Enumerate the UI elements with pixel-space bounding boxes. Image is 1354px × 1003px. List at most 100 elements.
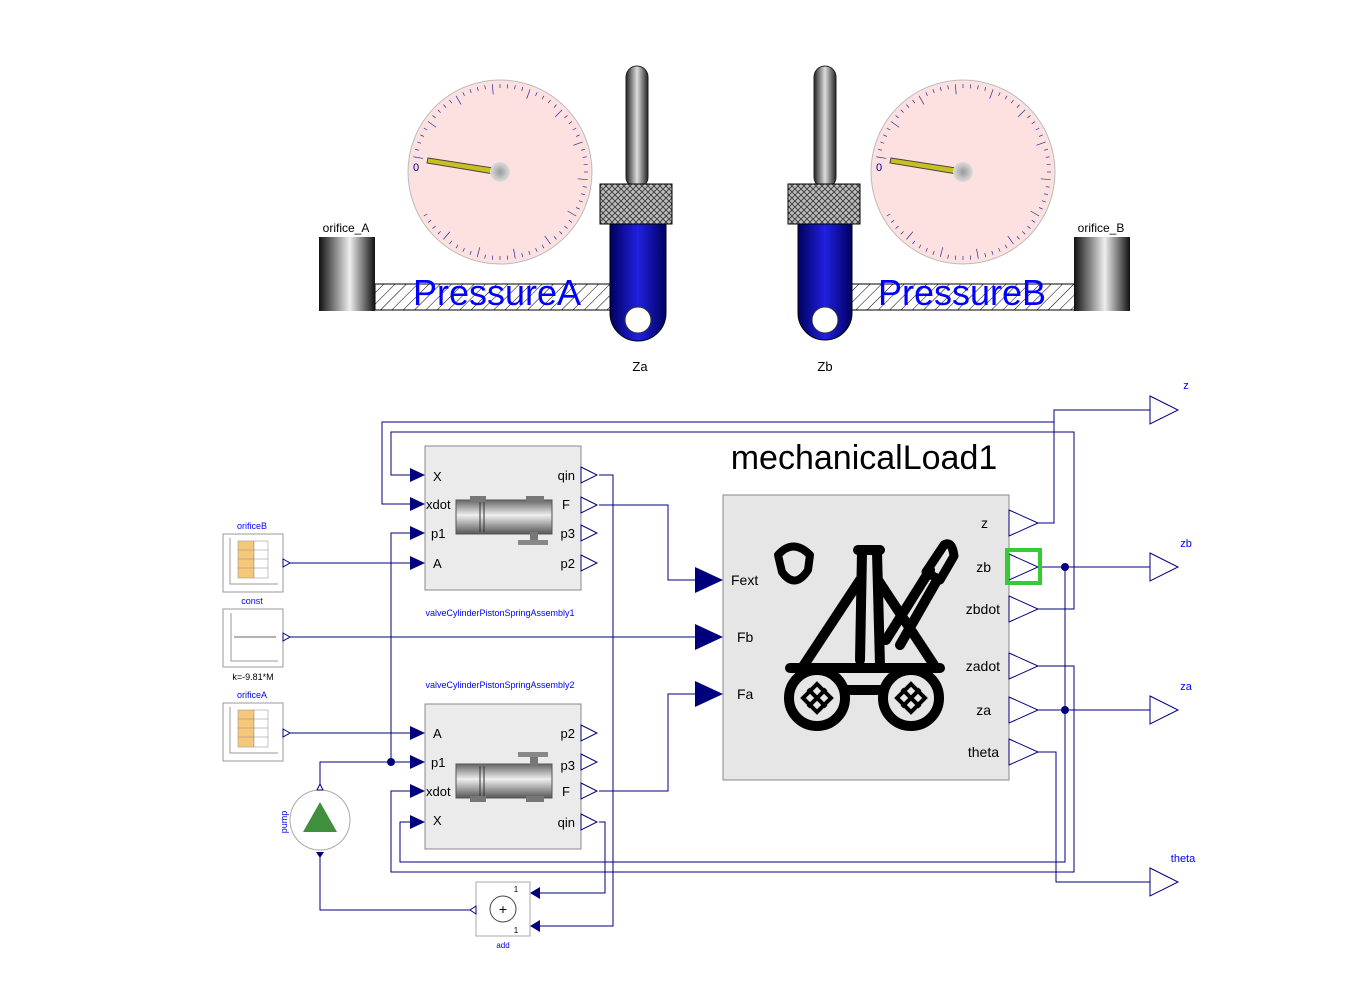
valve-cylinder-icon (455, 752, 553, 802)
gauge-tick (1007, 235, 1014, 245)
orifice-b-table-block[interactable]: orificeB (222, 521, 284, 593)
valve2-port-p1: p1 (431, 755, 445, 770)
const-block[interactable]: const k=-9.81*M (222, 596, 284, 682)
piston-icon (609, 221, 667, 342)
pressure-a-label: PressureA (413, 272, 581, 313)
mech-output-theta: theta (968, 744, 999, 760)
const-k-label: k=-9.81*M (232, 672, 273, 682)
gauge-tick (984, 86, 987, 91)
gauge-tick (918, 95, 925, 105)
gauge-tick (577, 178, 588, 181)
valve1-port-p3: p3 (561, 526, 575, 541)
gauge-tick (998, 247, 1001, 252)
gauge-tick (876, 156, 887, 159)
const-output-port[interactable] (282, 632, 292, 642)
triangle-output-icon[interactable] (1149, 867, 1180, 897)
gauge-tick (984, 253, 987, 258)
orifice-a-table-label: orificeA (237, 690, 267, 700)
gauge-tick (427, 219, 432, 223)
gauge-tick (544, 235, 551, 245)
add-block[interactable]: + 1 1 add (469, 881, 540, 950)
output-connectors[interactable] (1149, 395, 1180, 897)
add-label: add (496, 941, 509, 950)
gauge-tick (1031, 219, 1036, 223)
mechanical-load-block[interactable]: mechanicalLoad1 Fext Fb Fa z zb (722, 439, 1010, 781)
valve1-label: valveCylinderPistonSpringAssembly1 (425, 608, 574, 618)
valve-port-markers (580, 466, 599, 831)
junction-dot (1061, 563, 1069, 571)
gauge-tick (526, 89, 531, 99)
valve-assembly-1[interactable]: X xdot p1 A qin F p3 p2 valveCylinderPis… (424, 445, 582, 618)
mech-input-fa: Fa (737, 686, 754, 702)
gauge-tick (1035, 127, 1040, 131)
gauge-tick (582, 156, 587, 158)
piston-icon (797, 221, 853, 341)
gauge-tick (437, 231, 441, 235)
orifice-a-table-block[interactable]: orificeA (222, 690, 284, 762)
output-theta-label: theta (1171, 853, 1196, 865)
add-plus: + (499, 901, 507, 917)
gauge-tick (906, 231, 914, 240)
orifice-a-body[interactable] (319, 237, 375, 311)
orifice-a-output-port[interactable] (282, 728, 292, 738)
valve1-port-xdot: xdot (426, 497, 451, 512)
catapult-icon (774, 539, 959, 731)
mech-input-fb: Fb (737, 629, 754, 645)
gauge-tick (1010, 99, 1014, 104)
output-za-label: za (1180, 681, 1193, 693)
piston-a: Za (599, 65, 673, 374)
gauge-tick (547, 99, 551, 104)
pump-block[interactable]: pump (279, 782, 351, 858)
gauge-tick (886, 213, 891, 217)
gauge-tick (514, 85, 516, 90)
gauge-tick (1016, 104, 1020, 108)
gauge-tick (890, 219, 895, 223)
gauge-tick (417, 141, 422, 144)
gauge-tick (900, 231, 904, 235)
orifice-b-body[interactable] (1074, 237, 1130, 311)
mech-output-za: za (976, 702, 991, 718)
gauge-tick (939, 86, 942, 91)
valve2-port-xdot: xdot (426, 784, 451, 799)
gauge-tick (414, 148, 419, 151)
orifice-b-output-port[interactable] (282, 558, 292, 568)
gauge-tick (581, 193, 586, 196)
valve1-port-f: F (562, 497, 570, 512)
gauge-tick (521, 86, 524, 91)
gauge-tick (573, 141, 583, 146)
pump-label: pump (279, 811, 289, 834)
add-gain-2: 1 (514, 926, 519, 935)
gauge-tick (427, 121, 437, 128)
gauge-tick (559, 231, 563, 235)
gauge-tick (918, 244, 922, 249)
triangle-output-icon[interactable] (1149, 695, 1180, 725)
gauge-tick (535, 92, 538, 97)
triangle-output-icon[interactable] (1149, 395, 1180, 425)
gauge-tick (1040, 178, 1051, 181)
selected-port-highlight[interactable] (1005, 548, 1042, 585)
gauge-tick (912, 99, 916, 104)
gauge-tick (568, 121, 573, 125)
mechanical-load-title: mechanicalLoad1 (731, 439, 998, 477)
gauge-tick (432, 115, 436, 119)
gauge-tick (1038, 134, 1043, 137)
mech-input-arrows[interactable] (695, 567, 723, 707)
output-z-label: z (1183, 380, 1189, 392)
triangle-output-icon[interactable] (1149, 552, 1180, 582)
junction-dot (1061, 706, 1069, 714)
valve-input-arrows[interactable] (410, 468, 425, 829)
gauge-tick (528, 250, 531, 255)
gauge-tick (886, 127, 891, 131)
gauge-tick (895, 115, 899, 119)
gauge-tick (437, 109, 441, 113)
mech-output-markers[interactable] (1008, 509, 1040, 766)
gauge-tick (432, 225, 436, 229)
pump-icon (303, 802, 337, 832)
mech-input-fext: Fext (731, 572, 758, 588)
gauge-tick (991, 250, 994, 255)
gauge-tick (925, 247, 928, 252)
gauge-tick (954, 84, 957, 95)
valve-assembly-2[interactable]: A p1 xdot X p2 p3 F qin valveCylinderPis… (424, 680, 582, 850)
valve2-port-p3: p3 (561, 758, 575, 773)
